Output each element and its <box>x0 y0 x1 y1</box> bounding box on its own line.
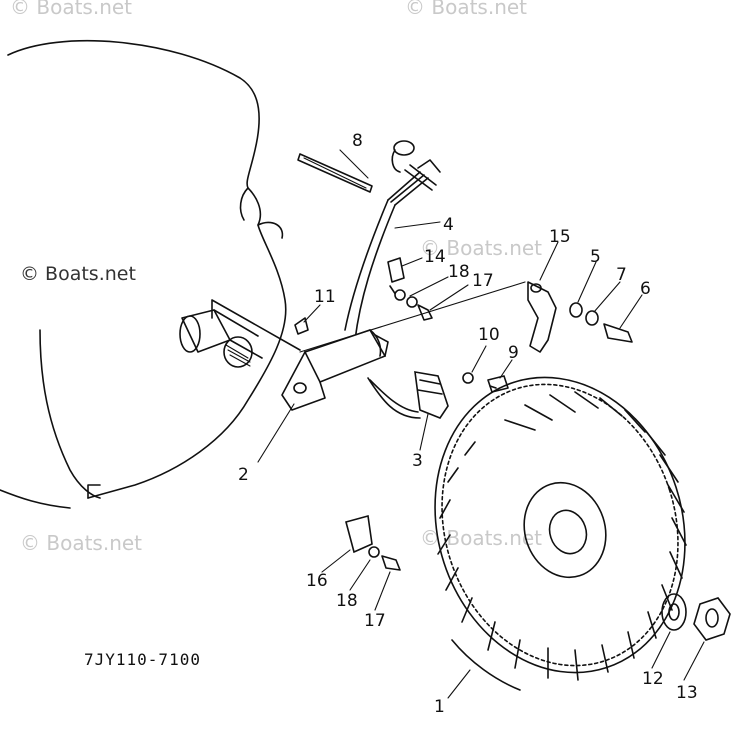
callout-4: 4 <box>443 215 454 235</box>
washer-10-bolt-9 <box>462 372 509 393</box>
crankshaft-stub <box>179 299 301 368</box>
callout-15: 15 <box>549 227 571 247</box>
part-3-charge-coil <box>367 371 449 419</box>
callout-17-lower: 17 <box>364 611 386 631</box>
callout-17-upper: 17 <box>472 271 494 291</box>
callout-8: 8 <box>352 131 363 151</box>
watermark-left: © Boats.net <box>20 263 136 285</box>
leader-lines <box>257 149 705 699</box>
callout-12: 12 <box>642 669 664 689</box>
bracket-fasteners <box>569 302 633 343</box>
callout-10: 10 <box>478 325 500 345</box>
lower-clamp-fasteners <box>345 514 401 571</box>
callout-9: 9 <box>508 343 519 363</box>
callout-2: 2 <box>238 465 249 485</box>
callout-16: 16 <box>306 571 328 591</box>
callout-11: 11 <box>314 287 336 307</box>
watermarks: © Boats.net © Boats.net © Boats.net © Bo… <box>10 0 542 555</box>
engine-housing-outline <box>0 39 287 509</box>
callout-3: 3 <box>412 451 423 471</box>
watermark-lower-left: © Boats.net <box>20 531 142 555</box>
part-2-cdi-unit <box>281 329 389 411</box>
callout-1: 1 <box>434 697 445 717</box>
callout-18-upper: 18 <box>448 262 470 282</box>
diagram-code: 7JY110-7100 <box>84 650 201 669</box>
upper-washer-screw <box>394 289 433 321</box>
callout-7: 7 <box>616 265 627 285</box>
callout-labels: 8 4 14 18 17 11 15 5 7 6 10 9 2 3 16 18 … <box>238 131 698 717</box>
washer-12-nut-13 <box>661 593 731 641</box>
callout-6: 6 <box>640 279 651 299</box>
watermark-top-left: © Boats.net <box>10 0 132 19</box>
callout-18-lower: 18 <box>336 591 358 611</box>
watermark-middle: © Boats.net <box>420 236 542 260</box>
watermark-lower-middle: © Boats.net <box>420 526 542 550</box>
callout-14: 14 <box>424 247 446 267</box>
watermark-top-center: © Boats.net <box>405 0 527 19</box>
callout-5: 5 <box>590 247 601 267</box>
part-11-key <box>294 317 309 335</box>
part-8-tie-strap <box>297 153 373 193</box>
part-4-wire-harness <box>344 140 441 341</box>
part-15-bracket <box>299 281 557 353</box>
callout-13: 13 <box>676 683 698 703</box>
